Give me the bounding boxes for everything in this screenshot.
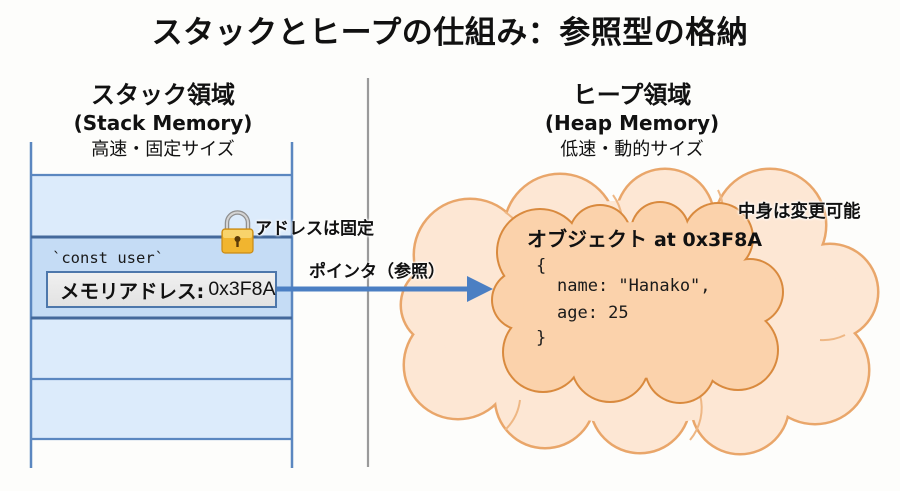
object-open-brace: { — [536, 256, 547, 276]
object-property-line: age: 25 — [557, 303, 629, 323]
object-close-brace: } — [536, 328, 547, 348]
object-property-line: name: "Hanako", — [557, 276, 711, 296]
memory-address-value: 0x3F8A — [208, 278, 276, 300]
mutable-annotation: 中身は変更可能 — [738, 202, 861, 222]
stack-frame-4 — [31, 379, 292, 439]
object-title-label: オブジェクト — [527, 227, 647, 251]
object-address: at 0x3F8A — [653, 229, 763, 251]
pointer-label: ポインタ（参照） — [309, 262, 445, 282]
heap-caption: 低速・動的サイズ — [560, 139, 704, 160]
heap-heading: ヒープ領域 — [572, 81, 692, 109]
memory-address-box: メモリアドレス: 0x3F8A — [46, 271, 277, 308]
stack-subheading: (Stack Memory) — [73, 111, 253, 135]
stack-heading: スタック領域 — [91, 81, 235, 109]
object-title: オブジェクト at 0x3F8A — [527, 227, 762, 252]
variable-label: `const user` — [52, 249, 164, 267]
stack-caption: 高速・固定サイズ — [91, 139, 235, 160]
memory-address-label: メモリアドレス: — [60, 280, 205, 303]
lock-annotation: アドレスは固定 — [255, 219, 374, 239]
heap-object-cloud — [491, 201, 784, 404]
page-title: スタックとヒープの仕組み：参照型の格納 — [151, 15, 749, 51]
stack-frame-3 — [31, 318, 292, 379]
lock-icon — [221, 210, 254, 254]
heap-subheading: (Heap Memory) — [544, 111, 720, 135]
right-arrow-icon — [275, 276, 493, 302]
stack-frame-1 — [31, 175, 292, 237]
